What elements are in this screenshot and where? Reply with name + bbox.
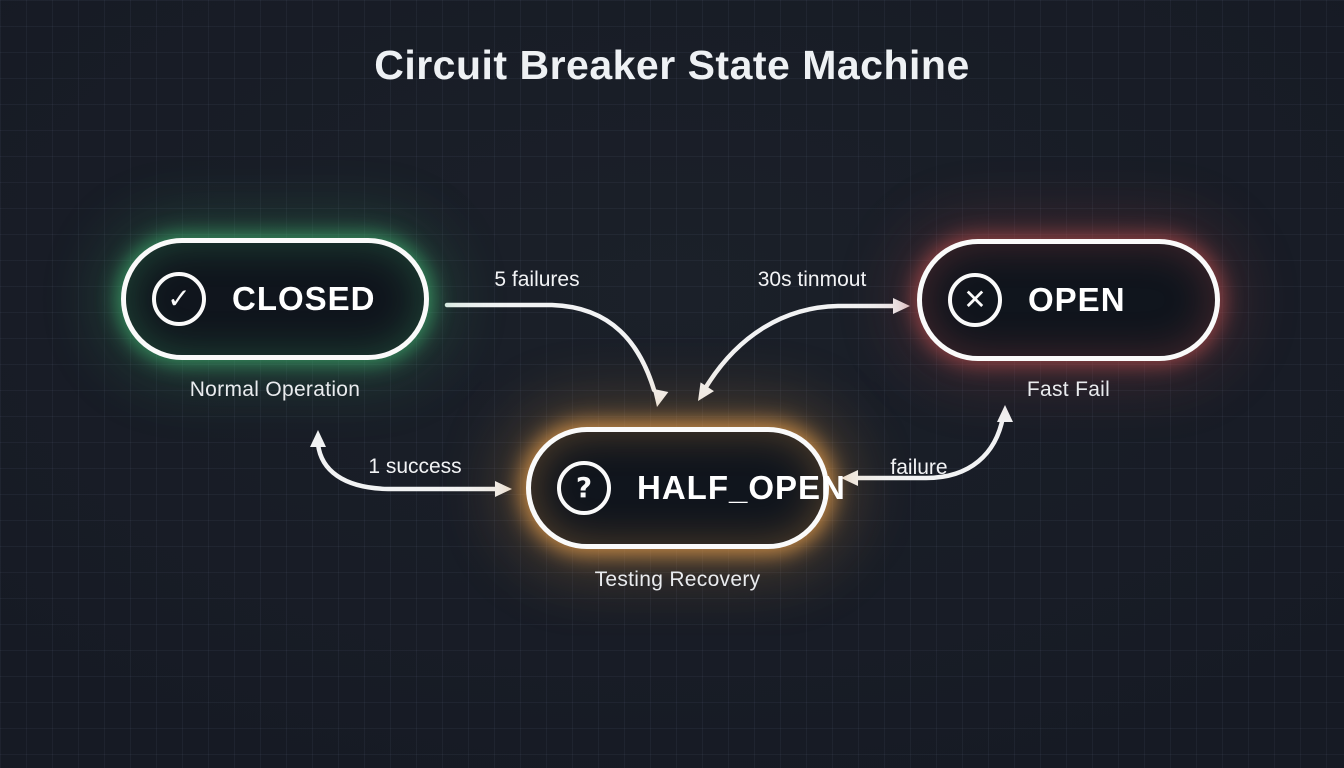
- transition-label-1-success: 1 success: [368, 455, 462, 478]
- state-sublabel-closed: Normal Operation: [189, 378, 361, 401]
- state-label-closed: CLOSED: [232, 280, 376, 317]
- x-circle-icon: ✕: [948, 273, 1002, 327]
- state-label-open: OPEN: [1028, 281, 1126, 318]
- x-glyph: ✕: [963, 283, 987, 316]
- arrowhead-up-into-open: [997, 405, 1013, 422]
- diagram-title: Circuit Breaker State Machine: [374, 42, 970, 88]
- arrowhead-downleft-into-halfopen: [698, 382, 714, 401]
- state-node-half-open: ? HALF_OPEN: [526, 427, 845, 549]
- arrowhead-right-into-halfopen: [495, 481, 512, 497]
- state-node-closed: ✓ CLOSED: [121, 238, 429, 360]
- state-sublabel-half-open: Testing Recovery: [594, 568, 761, 591]
- check-glyph: ✓: [167, 282, 191, 315]
- transition-label-30s-timeout: 30s tinmout: [757, 268, 867, 291]
- arrow-closed-to-halfopen: [444, 302, 657, 393]
- transition-label-failure: failure: [890, 456, 948, 479]
- state-sublabel-open: Fast Fail: [1026, 378, 1111, 401]
- state-node-open: ✕ OPEN: [917, 239, 1220, 361]
- arrow-open-halfopen-timeout: [700, 303, 898, 395]
- arrowhead-up-into-closed: [310, 430, 326, 447]
- state-label-half-open: HALF_OPEN: [637, 469, 846, 506]
- arrowhead-down-into-halfopen: [652, 388, 669, 407]
- arrowhead-right-into-open: [893, 298, 910, 314]
- transition-label-5-failures: 5 failures: [494, 268, 580, 291]
- question-circle-icon: ?: [557, 461, 611, 515]
- question-glyph: ?: [575, 471, 593, 504]
- check-circle-icon: ✓: [152, 272, 206, 326]
